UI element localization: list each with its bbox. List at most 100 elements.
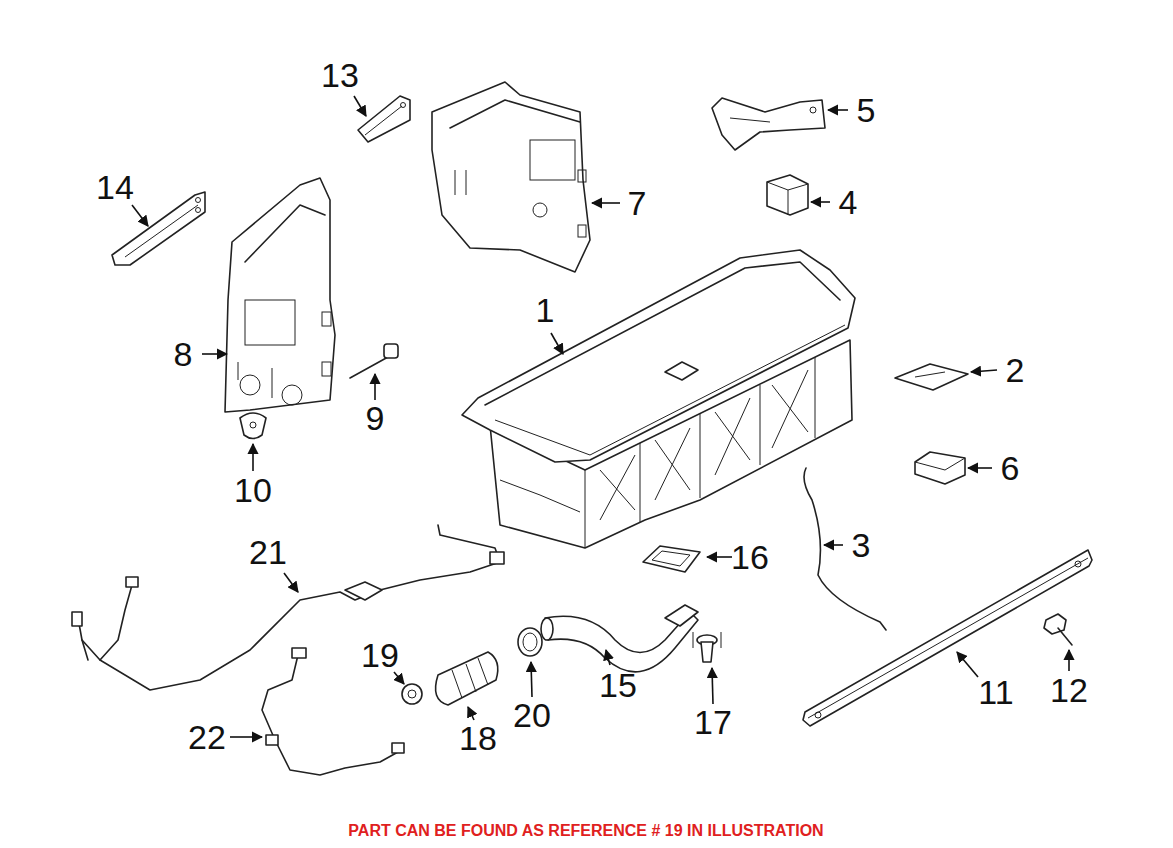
callout-number: 18 <box>459 721 497 755</box>
side-panel <box>245 205 325 262</box>
pad <box>643 546 700 572</box>
callout-number: 16 <box>731 540 769 574</box>
terminal-cover <box>915 458 965 470</box>
support-rail <box>1075 561 1081 567</box>
side-panel <box>450 100 580 128</box>
callout-number: 5 <box>857 93 876 127</box>
pin-fastener <box>350 357 388 378</box>
battery-pack <box>462 250 855 548</box>
wiring-harness <box>126 577 138 587</box>
wiring-harness <box>78 525 500 690</box>
battery-pack <box>485 262 840 405</box>
callout-number: 14 <box>96 170 134 204</box>
battery-pack <box>772 370 808 448</box>
wiring-harness <box>490 552 504 564</box>
callout-number: 15 <box>599 668 637 702</box>
relay <box>767 182 808 190</box>
leader-lines <box>531 662 532 697</box>
vent-tube <box>804 468 886 630</box>
side-panel <box>432 82 590 272</box>
caption-text: PART CAN BE FOUND AS REFERENCE # 19 IN I… <box>348 822 823 840</box>
battery-pack <box>585 470 586 548</box>
leader-lines <box>132 205 148 226</box>
callout-number: 13 <box>321 58 359 92</box>
mount-bracket <box>810 107 816 113</box>
side-panel <box>272 368 273 398</box>
rubber-boot <box>478 658 488 685</box>
side-panel <box>466 170 467 195</box>
side-panel <box>322 362 331 376</box>
battery-pack <box>655 428 690 500</box>
wiring-harness <box>345 582 382 600</box>
terminal-cover <box>915 452 965 484</box>
small-bracket <box>358 96 410 142</box>
wiring-harness <box>72 612 82 626</box>
callout-number: 8 <box>174 337 193 371</box>
small-bracket <box>358 96 410 142</box>
sealing-ring <box>402 684 422 704</box>
leader-lines <box>971 370 997 372</box>
leader-lines <box>202 353 227 355</box>
terminal-cover <box>915 452 965 484</box>
battery-pack <box>665 362 698 380</box>
battery-pack <box>462 250 855 462</box>
battery-pack <box>500 357 815 548</box>
callout-number: 19 <box>361 638 399 672</box>
long-bracket <box>196 208 201 213</box>
label-sheet <box>915 372 945 377</box>
battery-pack <box>640 443 641 522</box>
leader-lines <box>551 333 563 354</box>
vent-hose <box>665 605 698 626</box>
battery-pack <box>815 357 816 438</box>
hose-clamp <box>518 628 542 656</box>
support-rail <box>808 558 1088 718</box>
side-panel <box>578 170 586 182</box>
leader-lines <box>707 556 732 558</box>
callout-number: 22 <box>188 720 226 754</box>
callout-number: 2 <box>1006 353 1025 387</box>
leader-lines <box>354 96 366 116</box>
leader-lines <box>824 544 843 546</box>
callout-number: 12 <box>1050 673 1088 707</box>
rubber-boot <box>436 652 498 705</box>
battery-pack <box>715 398 750 475</box>
battery-pack <box>495 325 845 455</box>
callout-number: 3 <box>852 528 871 562</box>
hose-clamp <box>518 628 542 656</box>
wiring-harness <box>292 648 306 658</box>
small-bracket <box>401 103 406 108</box>
leader-lines <box>592 202 620 204</box>
pad <box>643 546 700 572</box>
leader-lines <box>811 201 830 203</box>
support-rail <box>803 550 1092 726</box>
pin-fastener <box>384 344 398 358</box>
battery-pack <box>700 414 701 498</box>
callout-number: 7 <box>628 186 647 220</box>
rubber-boot <box>436 652 498 705</box>
side-panel <box>455 170 456 195</box>
side-panel <box>245 300 295 345</box>
wiring-harness <box>266 735 278 745</box>
battery-pack <box>500 480 580 512</box>
callout-number: 11 <box>978 675 1013 709</box>
relay <box>767 175 808 215</box>
side-panel <box>432 82 590 272</box>
wiring-harness <box>392 743 404 753</box>
plug <box>240 413 266 439</box>
vent-hose <box>541 618 553 640</box>
side-panel <box>322 312 331 326</box>
leader-lines <box>968 467 992 469</box>
leader-lines <box>284 573 298 592</box>
callout-number: 9 <box>366 401 385 435</box>
callout-number: 20 <box>513 698 551 732</box>
long-bracket <box>125 205 198 257</box>
callout-number: 4 <box>839 185 858 219</box>
callout-number: 17 <box>694 705 732 739</box>
leader-lines <box>606 650 610 665</box>
battery-pack <box>600 470 635 510</box>
mount-bracket <box>730 118 770 122</box>
mount-bracket <box>712 98 825 150</box>
plug <box>240 413 266 439</box>
